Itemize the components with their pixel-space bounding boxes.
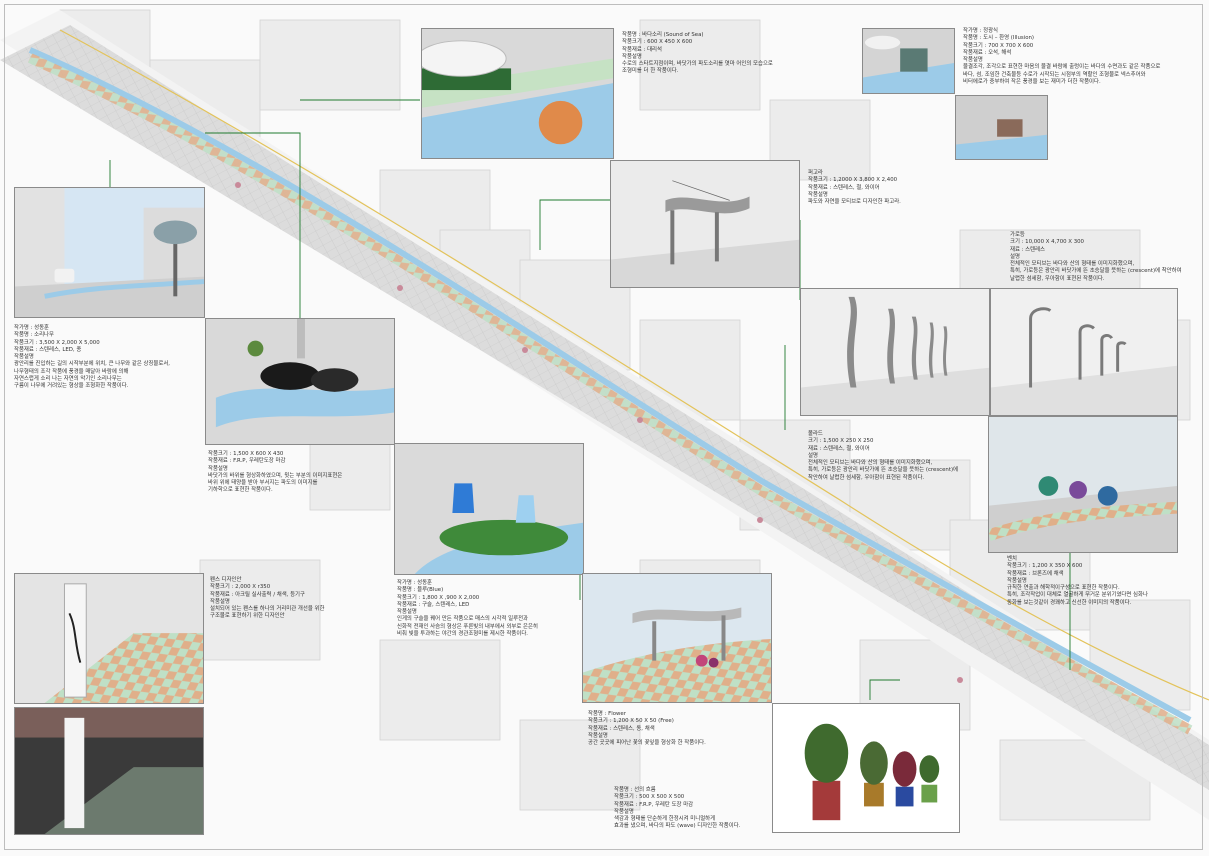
image-illusion-2 — [955, 95, 1048, 160]
image-planter — [772, 703, 960, 833]
image-sound-of-sea — [421, 28, 614, 159]
image-pergola — [610, 160, 800, 288]
image-fence-day — [14, 573, 204, 704]
caption-sound-of-sea: 작품명 : 바다소리 (Sound of Sea)작품크기 : 600 X 45… — [622, 32, 773, 75]
bollard-icon — [847, 296, 948, 388]
image-streetlight — [990, 288, 1178, 416]
planter-icon — [804, 723, 940, 821]
streetlight-icon — [1029, 307, 1127, 388]
pergola-icon — [665, 196, 750, 214]
image-illusion-1 — [862, 28, 955, 94]
image-sound-tree — [14, 187, 205, 318]
image-blue-deer — [394, 443, 584, 575]
deer-sculpture-icon — [452, 483, 536, 523]
image-bench — [988, 416, 1178, 553]
tree-sculpture-icon — [153, 220, 198, 297]
mermaid-sculpture-icon — [538, 100, 583, 145]
image-fence-night — [14, 707, 204, 835]
board-frame — [4, 4, 1203, 850]
image-bollard — [800, 288, 990, 416]
image-flower — [582, 573, 772, 703]
image-rock — [205, 318, 395, 445]
